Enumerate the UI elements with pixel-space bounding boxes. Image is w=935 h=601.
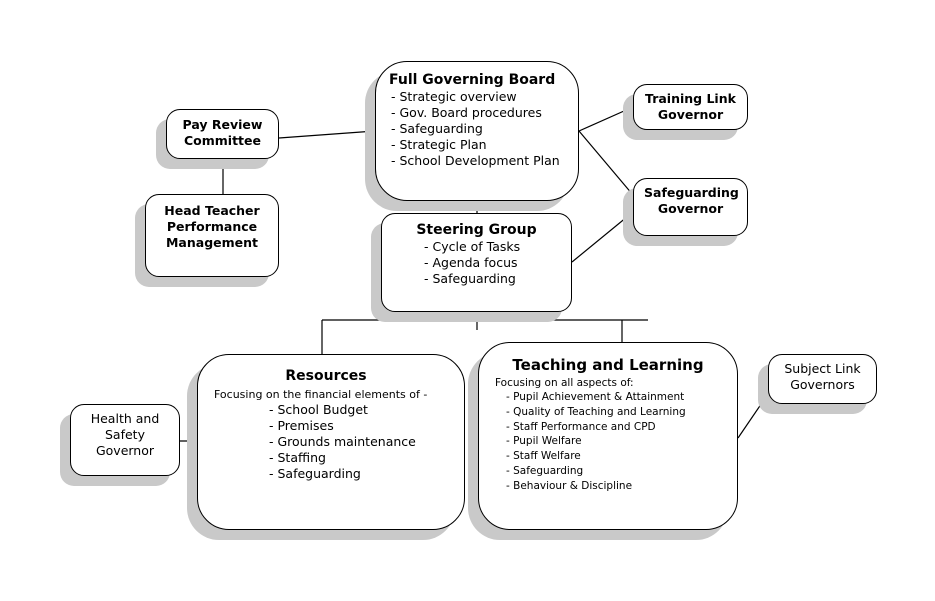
resources-list: - School Budget - Premises - Grounds mai…	[269, 402, 464, 482]
pay-review-title: Pay Review Committee	[182, 117, 263, 148]
list-item: - School Development Plan	[391, 153, 560, 168]
subject-link-title: Subject Link Governors	[784, 361, 861, 392]
health-safety-title: Health and Safety Governor	[90, 411, 160, 458]
training-link-title: Training Link Governor	[645, 91, 736, 122]
full-governing-board-box: Full Governing Board - Strategic overvie…	[375, 61, 579, 201]
list-item: - Quality of Teaching and Learning	[506, 405, 686, 418]
list-item: - Staff Performance and CPD	[506, 420, 656, 433]
pay-review-committee-box: Pay Review Committee	[166, 109, 279, 159]
list-item: - Behaviour & Discipline	[506, 479, 633, 492]
connector-board-training	[578, 106, 634, 132]
list-item: - School Budget	[269, 402, 368, 417]
connector-steering-safeguarding	[571, 211, 634, 263]
list-item: - Cycle of Tasks	[424, 239, 521, 254]
steering-title: Steering Group	[416, 222, 537, 238]
teaching-and-learning-box: Teaching and Learning Focusing on all as…	[478, 342, 738, 530]
full-board-title: Full Governing Board	[389, 72, 556, 88]
teaching-intro: Focusing on all aspects of:	[495, 377, 634, 389]
head-teacher-box: Head Teacher Performance Management	[145, 194, 279, 277]
head-teacher-title: Head Teacher Performance Management	[164, 203, 260, 250]
list-item: - Agenda focus	[424, 255, 518, 270]
teaching-list: - Pupil Achievement & Attainment - Quali…	[506, 390, 737, 494]
list-item: - Strategic overview	[391, 89, 517, 104]
list-item: - Premises	[269, 418, 334, 433]
list-item: - Strategic Plan	[391, 137, 487, 152]
health-safety-governor-box: Health and Safety Governor	[70, 404, 180, 476]
training-link-governor-box: Training Link Governor	[633, 84, 748, 130]
connector-teaching-subject	[737, 393, 769, 439]
list-item: - Safeguarding	[506, 464, 584, 477]
subject-link-governors-box: Subject Link Governors	[768, 354, 877, 404]
full-board-list: - Strategic overview - Gov. Board proced…	[391, 89, 578, 169]
list-item: - Pupil Welfare	[506, 435, 582, 448]
safeguarding-governor-box: Safeguarding Governor	[633, 178, 748, 236]
list-item: - Staffing	[269, 450, 326, 465]
steering-list: - Cycle of Tasks - Agenda focus - Safegu…	[424, 239, 571, 287]
list-item: - Safeguarding	[269, 466, 361, 481]
resources-intro: Focusing on the financial elements of -	[214, 388, 428, 401]
list-item: - Safeguarding	[391, 121, 483, 136]
teaching-title: Teaching and Learning	[512, 356, 704, 374]
list-item: - Staff Welfare	[506, 450, 581, 463]
list-item: - Pupil Achievement & Attainment	[506, 391, 685, 403]
resources-box: Resources Focusing on the financial elem…	[197, 354, 465, 530]
safeguarding-governor-title: Safeguarding Governor	[644, 185, 739, 216]
resources-title: Resources	[285, 368, 367, 384]
steering-group-box: Steering Group - Cycle of Tasks - Agenda…	[381, 213, 572, 312]
connector-board-safeguarding	[578, 130, 634, 196]
list-item: - Grounds maintenance	[269, 434, 416, 449]
list-item: - Gov. Board procedures	[391, 105, 542, 120]
list-item: - Safeguarding	[424, 271, 516, 286]
connector-pay-board	[278, 130, 376, 139]
